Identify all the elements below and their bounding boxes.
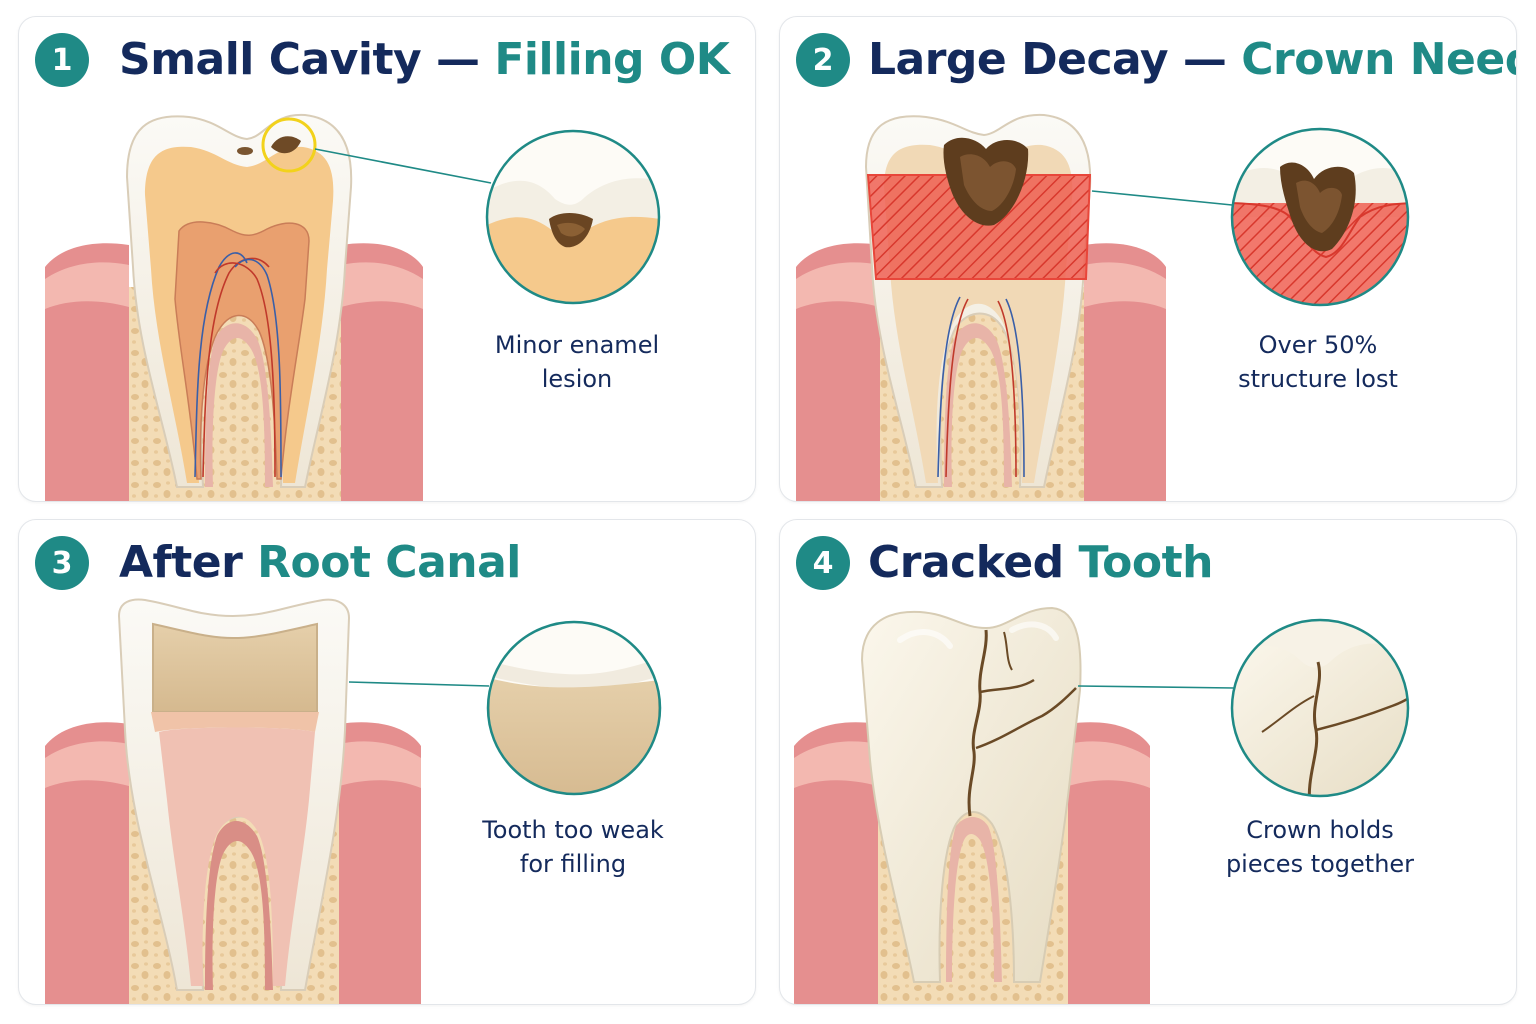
caption: Minor enamel lesion bbox=[457, 328, 697, 396]
cavity-marker-circle bbox=[261, 117, 317, 173]
title-separator: — bbox=[1168, 34, 1242, 85]
step-number-badge: 2 bbox=[796, 33, 850, 87]
zoom-circle bbox=[1230, 618, 1410, 798]
cracked-tooth-illustration bbox=[794, 606, 1410, 1004]
panel-title: After Root Canal bbox=[119, 534, 521, 592]
title-accent: Tooth bbox=[1078, 537, 1214, 588]
title-main: Small Cavity bbox=[119, 34, 422, 85]
caption: Crown holds pieces together bbox=[1200, 813, 1440, 881]
zoom-detail bbox=[487, 131, 659, 303]
caption-line-1: Tooth too weak bbox=[482, 816, 664, 844]
gum-right bbox=[339, 722, 421, 1004]
cavity-spot bbox=[271, 136, 301, 154]
step-number-badge: 4 bbox=[796, 536, 850, 590]
panel-cracked-tooth: 4 Cracked Tooth Crown holds pieces toget… bbox=[779, 519, 1517, 1005]
title-main: Large Decay bbox=[868, 34, 1169, 85]
caption-line-1: Crown holds bbox=[1246, 816, 1394, 844]
title-separator: — bbox=[421, 34, 495, 85]
large-decay-illustration bbox=[796, 113, 1410, 501]
caption: Over 50% structure lost bbox=[1198, 328, 1438, 396]
caption-line-2: lesion bbox=[541, 365, 613, 393]
title-main: After bbox=[119, 537, 258, 588]
caption-line-1: Minor enamel bbox=[494, 331, 660, 359]
gum-left bbox=[45, 722, 129, 1004]
leader-line bbox=[348, 681, 490, 687]
caption-line-1: Over 50% bbox=[1258, 331, 1378, 359]
zoom-detail bbox=[1232, 129, 1408, 305]
zoom-circle bbox=[1230, 127, 1410, 307]
caption-line-2: for filling bbox=[519, 850, 627, 878]
zoom-circle bbox=[486, 620, 662, 796]
panel-large-decay: 2 Large Decay — Crown Needed Over 50% st… bbox=[779, 16, 1517, 502]
leader-line bbox=[1077, 685, 1235, 689]
root-canal-illustration bbox=[45, 598, 662, 1004]
leader-line bbox=[1091, 190, 1233, 206]
gum-right bbox=[341, 243, 423, 501]
caption-line-2: pieces together bbox=[1225, 850, 1415, 878]
zoom-detail bbox=[488, 622, 660, 794]
step-number-badge: 3 bbox=[35, 536, 89, 590]
small-cavity-illustration bbox=[45, 113, 661, 501]
title-accent: Filling OK bbox=[494, 34, 730, 85]
gum-left bbox=[796, 243, 880, 501]
tooth-crown bbox=[860, 606, 1082, 983]
panel-small-cavity: 1 Small Cavity — Filling OK Minor enamel… bbox=[18, 16, 756, 502]
zoom-detail bbox=[1232, 620, 1408, 796]
caption-line-2: structure lost bbox=[1238, 365, 1398, 393]
panel-title: Small Cavity — Filling OK bbox=[119, 31, 730, 89]
panel-title: Cracked Tooth bbox=[868, 534, 1213, 592]
panel-title: Large Decay — Crown Needed bbox=[868, 31, 1516, 89]
zoom-circle bbox=[485, 129, 661, 305]
title-accent: Root Canal bbox=[257, 537, 521, 588]
gum-right bbox=[1068, 722, 1150, 1004]
leader-line bbox=[314, 148, 492, 184]
gum-left bbox=[794, 722, 878, 1004]
gum-right bbox=[1084, 243, 1166, 501]
title-main: Cracked bbox=[868, 537, 1079, 588]
crack-line bbox=[967, 629, 988, 817]
panel-after-root-canal: 3 After Root Canal Tooth too weak for fi… bbox=[18, 519, 756, 1005]
caption: Tooth too weak for filling bbox=[453, 813, 693, 881]
title-accent: Crown Needed bbox=[1241, 34, 1516, 85]
step-number-badge: 1 bbox=[35, 33, 89, 87]
hollow-chamber bbox=[152, 622, 318, 713]
gum-left bbox=[45, 243, 129, 501]
structure-loss-highlight bbox=[866, 174, 1092, 281]
